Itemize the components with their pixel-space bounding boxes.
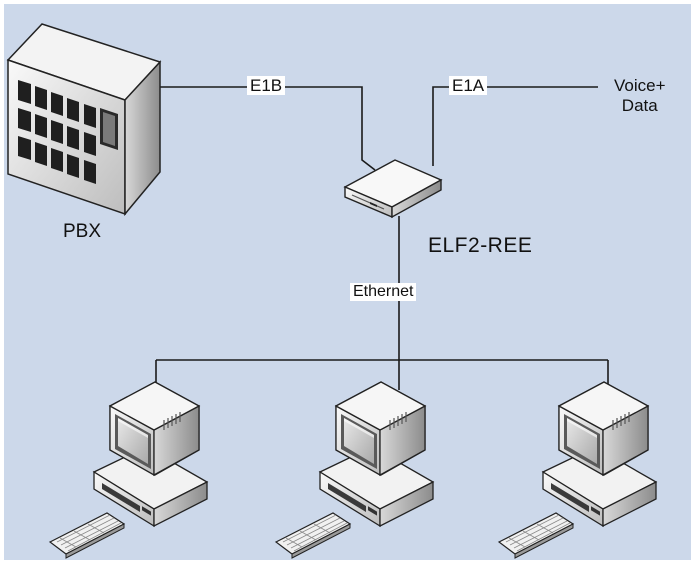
- ethernet-link-label: Ethernet: [350, 283, 417, 301]
- voice-data-label: Voice+ Data: [614, 76, 666, 117]
- pbx-icon: [6, 23, 162, 217]
- voice-label-line1: Voice+: [614, 76, 666, 95]
- voice-label-line2: Data: [621, 96, 658, 116]
- e1a-link-label: E1A: [449, 76, 488, 95]
- e1b-link-label: E1B: [247, 76, 286, 95]
- pbx-label: PBX: [63, 221, 102, 242]
- device-label: ELF2-REE: [428, 234, 533, 257]
- e1a-link: [432, 86, 598, 166]
- elf2-ree-device-icon: [343, 159, 443, 219]
